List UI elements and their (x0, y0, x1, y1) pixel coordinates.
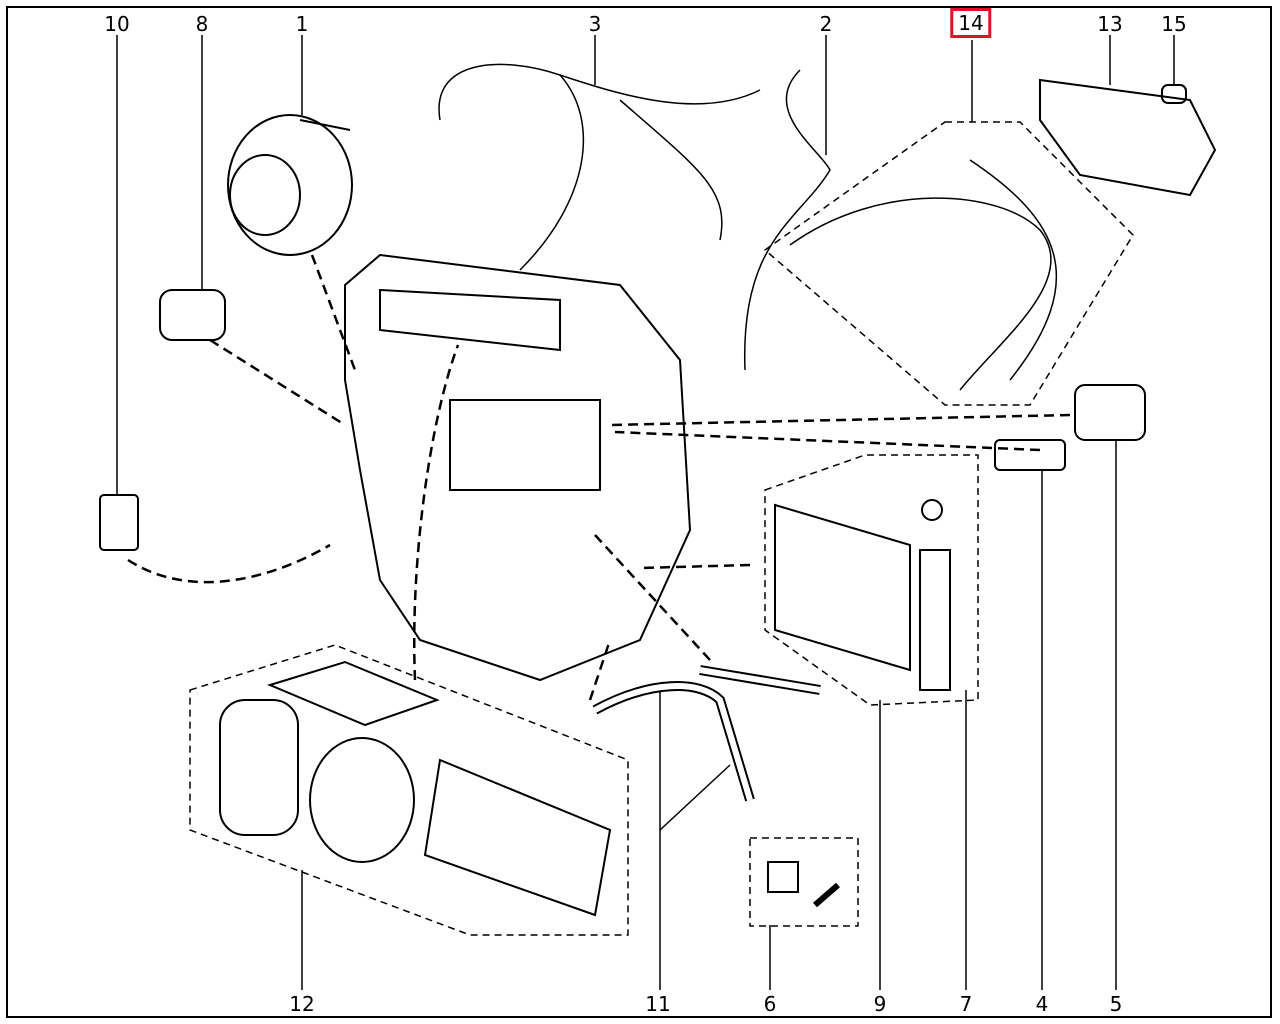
callout-5: 5 (1109, 992, 1123, 1016)
callout-11: 11 (645, 992, 671, 1016)
assembly-arrows (127, 254, 1071, 701)
expansion-valve-part-10 (99, 494, 139, 551)
clip-part-6 (767, 861, 799, 893)
group-boxes (189, 121, 1134, 936)
filters-part-12 (219, 660, 612, 917)
callout-6: 6 (763, 992, 777, 1016)
callout-15: 15 (1161, 12, 1187, 36)
callout-3: 3 (588, 12, 602, 36)
wiring-harness-part-3-2 (438, 63, 831, 371)
callout-8: 8 (195, 12, 209, 36)
callout-9: 9 (873, 992, 887, 1016)
control-panel-part-13 (1039, 78, 1217, 197)
actuator-part-5 (1074, 384, 1146, 441)
part-8 (159, 289, 226, 341)
bracket-part-7 (919, 549, 951, 691)
screw-part-6 (813, 882, 840, 908)
diagram-frame (6, 6, 1272, 1018)
callout-14-highlighted: 14 (950, 8, 992, 38)
callout-10: 10 (104, 12, 130, 36)
sensor-part-4 (994, 439, 1066, 471)
callout-2: 2 (819, 12, 833, 36)
callout-13: 13 (1097, 12, 1123, 36)
blower-motor-part-1 (227, 114, 353, 256)
callout-12: 12 (289, 992, 315, 1016)
callout-4: 4 (1035, 992, 1049, 1016)
heater-housing (344, 253, 692, 682)
part-15 (1161, 84, 1187, 104)
callout-7: 7 (959, 992, 973, 1016)
control-cables-part-14 (789, 159, 1058, 391)
evaporator-part-9 (774, 503, 911, 672)
leader-lines (116, 35, 1175, 990)
callout-1: 1 (295, 12, 309, 36)
